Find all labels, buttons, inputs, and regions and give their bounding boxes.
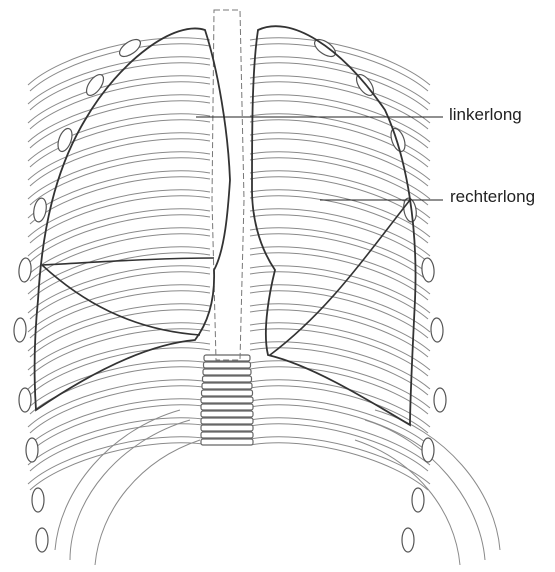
rib-left [28,57,210,104]
rib-left [28,171,210,218]
rib-left [28,190,210,237]
rib-right [250,228,430,275]
rib-right [250,152,430,199]
rib-left [28,418,210,465]
rib-right [250,95,430,142]
rib-right [250,234,428,281]
lung-fissure-right [270,200,410,355]
rib-right [250,285,430,332]
rib-right [250,437,430,484]
rib-right [250,196,428,243]
rib-left [28,266,210,313]
vertebra [201,404,253,410]
rib-left [30,329,210,376]
vertebra [204,362,251,368]
label-right-lung: rechterlong [450,188,535,205]
rib-right [250,348,428,395]
rib-left [30,405,210,452]
rib-left [30,443,210,490]
rib-left [30,196,210,243]
lung-fissure-left [42,258,214,265]
rib-right [250,82,428,129]
rib-right [250,405,428,452]
rib-left [30,82,210,129]
rib-left [30,367,210,414]
rib-right [250,215,428,262]
vertebra [203,376,252,382]
vertebra [201,425,253,431]
rib-right [250,209,430,256]
rib-right [250,367,428,414]
rib-left [28,38,210,85]
rib-left [30,215,210,262]
rib-right [250,291,428,338]
rib-left [30,424,210,471]
rib-left [28,133,210,180]
ribs-lower [55,410,500,565]
rib-right [250,76,430,123]
rib-left [30,234,210,281]
rib-right [250,63,428,110]
rib-left [30,348,210,395]
rib-right [250,190,430,237]
rib-right [250,57,430,104]
vertebra [202,390,253,396]
vertebra [201,432,253,438]
rib-left [30,101,210,148]
vertebra [201,411,253,417]
rib-right [250,253,428,300]
rib-left [30,139,210,186]
rib-left [30,253,210,300]
rib-right [250,38,430,85]
rib-right [250,304,430,351]
rib-left [28,361,210,408]
rib-left [28,228,210,275]
rib-left [28,209,210,256]
ribs-right [250,38,430,490]
rib-left [28,95,210,142]
vertebra [202,383,252,389]
label-left-lung: linkerlong [449,106,522,123]
vertebra [201,397,253,403]
rib-right [250,247,430,294]
rib-right [250,399,430,446]
rib-left [28,285,210,332]
rib-right [250,386,428,433]
rib-left [28,76,210,123]
rib-right [250,158,428,205]
rib-right [250,171,430,218]
spine [201,355,253,445]
rib-right [250,418,430,465]
lung-fissure-left-oblique [42,265,200,335]
sternum [212,10,244,360]
rib-left [30,386,210,433]
rib-left [28,380,210,427]
rib-right [250,44,428,91]
rib-left [30,291,210,338]
rib-left [28,114,210,161]
rib-left [28,247,210,294]
rib-right [250,272,428,319]
rib-left [28,342,210,389]
rib-left [30,63,210,110]
vertebra [201,439,253,445]
rib-right [250,443,428,490]
vertebra [203,369,251,375]
vertebra [201,418,253,424]
rib-left [28,437,210,484]
rib-right [250,323,430,370]
rib-left [30,120,210,167]
rib-left [28,304,210,351]
rib-right [250,329,428,376]
